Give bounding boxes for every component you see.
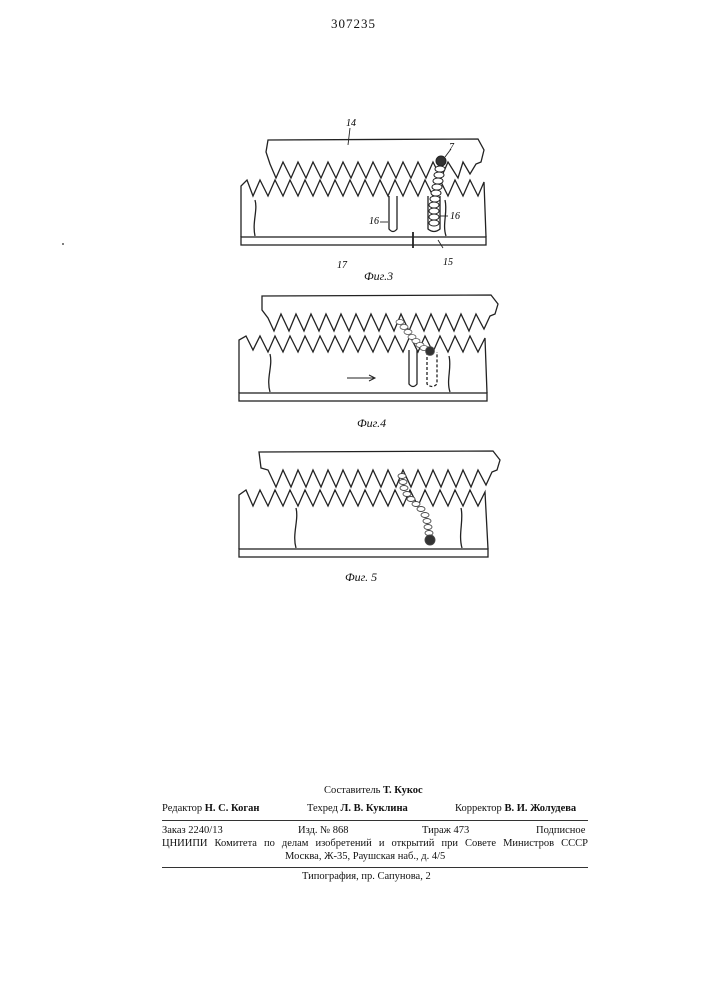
motion-arrow (347, 375, 375, 381)
techred-line: Техред Л. В. Куклина (307, 803, 408, 814)
lower-rack-outline (241, 180, 486, 237)
editor-label: Редактор (162, 803, 202, 814)
printing-house: Типография, пр. Сапунова, 2 (302, 871, 431, 882)
edition-number: Изд. № 868 (298, 825, 349, 836)
figure-5-caption: Фиг. 5 (345, 570, 377, 585)
compiler-line: Составитель Т. Кукос (324, 785, 423, 796)
editor-name: Н. С. Коган (205, 803, 260, 814)
label-16-left: 16 (369, 216, 379, 227)
upper-rack-outline (262, 295, 498, 331)
figure-5-drawing (0, 445, 707, 575)
techred-label: Техред (307, 803, 338, 814)
divider-top (162, 820, 588, 821)
upper-rack-outline (259, 451, 500, 487)
slot-16-left (389, 196, 397, 232)
institute: ЦНИИПИ Комитета по делам изобретений и о… (162, 838, 588, 849)
label-17: 17 (337, 260, 348, 271)
corrector-line: Корректор В. И. Жолудева (455, 803, 576, 814)
label-16-right: 16 (450, 211, 460, 222)
circulation: Тираж 473 (422, 825, 469, 836)
figure-4-caption: Фиг.4 (357, 416, 386, 431)
divider-bottom (162, 867, 588, 868)
figure-3-drawing: 14 7 16 16 17 15 (0, 0, 707, 300)
figure-4-drawing (0, 290, 707, 450)
base-plate (239, 393, 487, 401)
base-plate (239, 549, 488, 557)
lower-rack-outline (239, 490, 488, 549)
compiler-label: Составитель (324, 785, 380, 796)
order-number: Заказ 2240/13 (162, 825, 223, 836)
techred-name: Л. В. Куклина (341, 803, 408, 814)
label-7: 7 (449, 142, 455, 153)
corrector-label: Корректор (455, 803, 502, 814)
slot-left (409, 350, 417, 387)
subscription: Подписное (536, 825, 585, 836)
address: Москва, Ж-35, Раушская наб., д. 4/5 (285, 851, 445, 862)
base-plate (241, 237, 486, 245)
compiler-name: Т. Кукос (383, 785, 423, 796)
corrector-name: В. И. Жолудева (504, 803, 576, 814)
label-14: 14 (346, 118, 356, 129)
editor-line: Редактор Н. С. Коган (162, 803, 259, 814)
slot-right-dashed (427, 352, 437, 387)
label-15: 15 (443, 257, 453, 268)
figure-3-caption: Фиг.3 (364, 269, 393, 284)
